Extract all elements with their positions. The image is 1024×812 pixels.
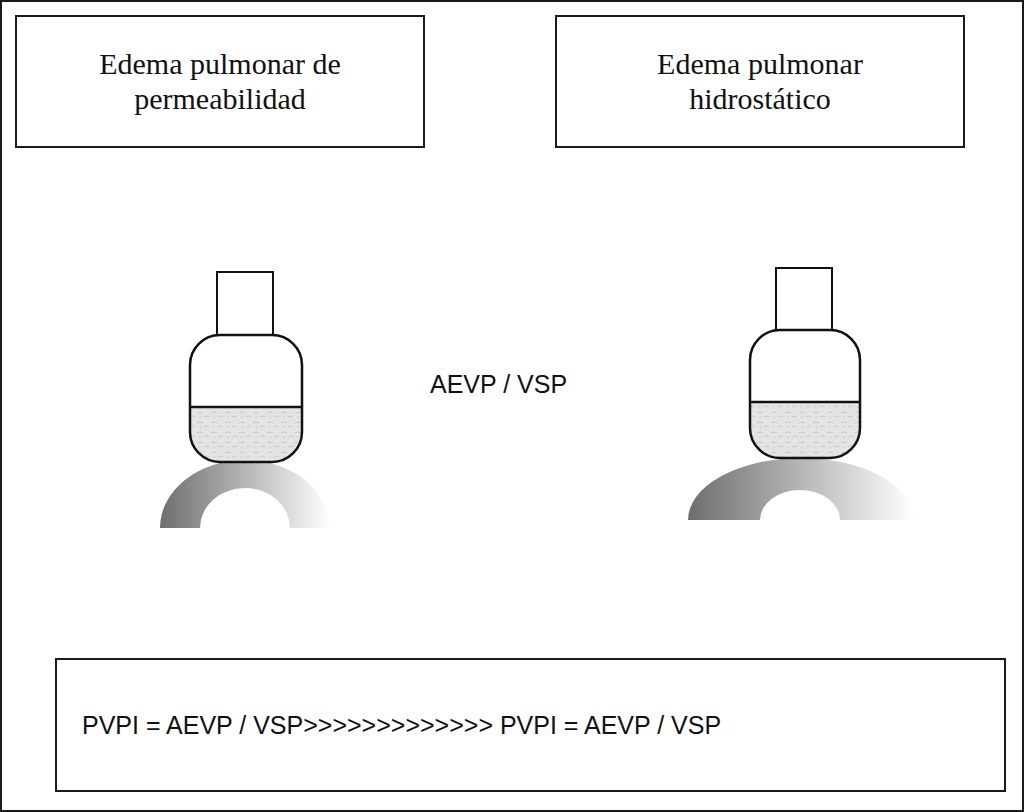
lung-arc (160, 460, 330, 528)
flask-neck (776, 268, 832, 330)
lung-arc (688, 458, 914, 520)
node-text: Edema pulmonar de permeabilidad (70, 47, 370, 116)
flask-liquid (750, 402, 860, 458)
ratio-label: AEVP / VSP (430, 370, 567, 399)
title-box: Edema pulmonar de permeabilidad (15, 15, 425, 148)
flask-bulb (190, 335, 302, 462)
liquid-level (190, 406, 302, 409)
formula-box: PVPI = AEVP / VSP>>>>>>>>>>>>> PVPI = AE… (55, 658, 1006, 792)
flask-neck (217, 272, 273, 335)
title-box: Edema pulmonar hidrostático (555, 15, 965, 148)
flask-liquid (190, 407, 302, 462)
node-text: PVPI = AEVP / VSP>>>>>>>>>>>>> PVPI = AE… (57, 711, 731, 740)
node-text: Edema pulmonar hidrostático (610, 47, 910, 116)
flask-bulb (750, 330, 860, 458)
liquid-level (750, 401, 860, 404)
